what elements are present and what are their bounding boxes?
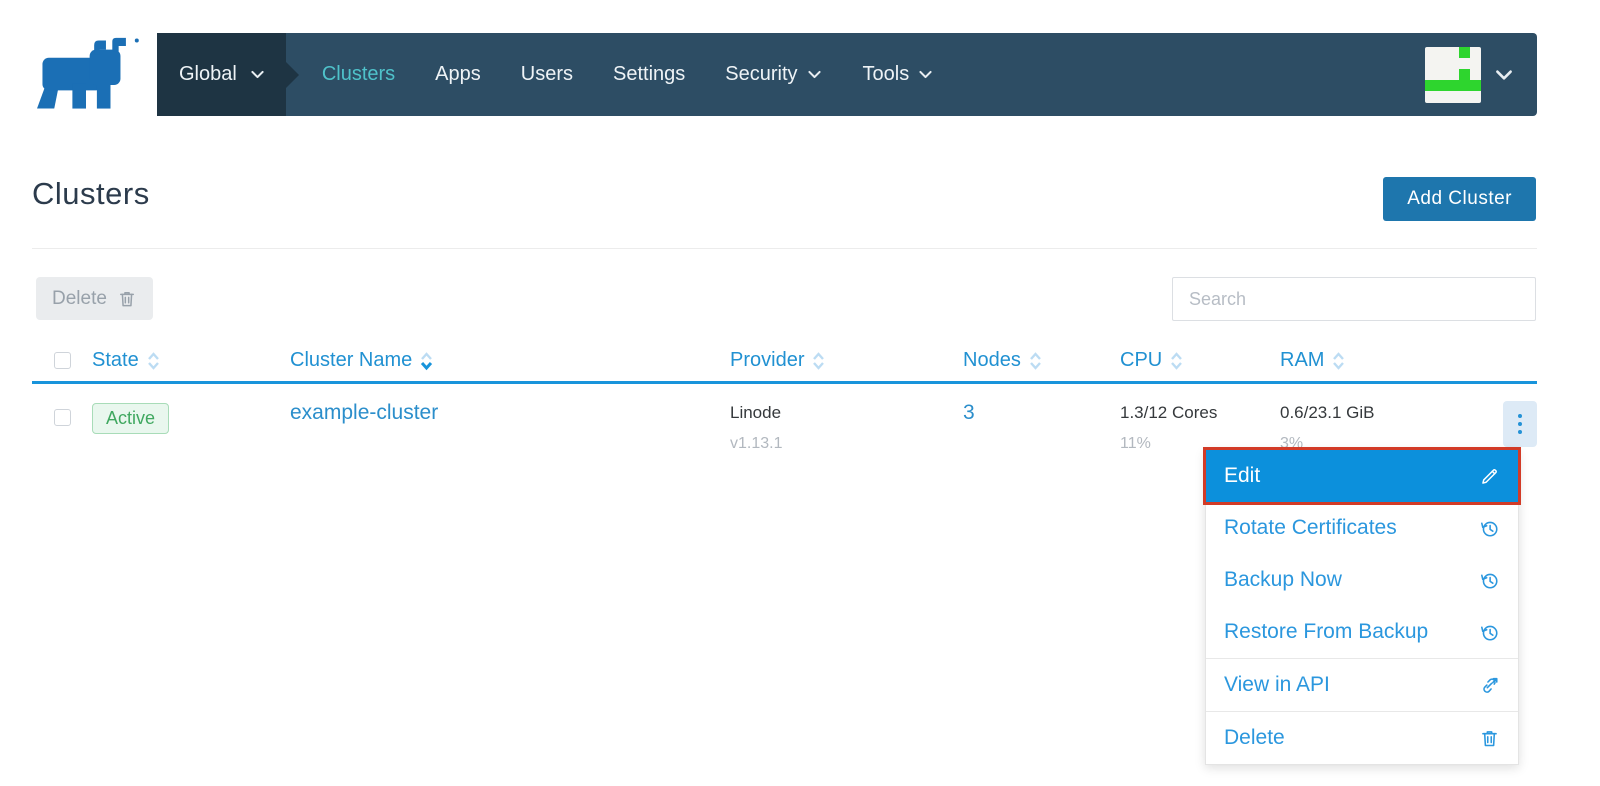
row-checkbox[interactable] — [54, 409, 71, 426]
column-header-nodes[interactable]: Nodes — [963, 349, 1120, 372]
menu-item-label: Rotate Certificates — [1224, 516, 1397, 539]
cpu-usage: 1.3/12 Cores — [1120, 403, 1218, 422]
column-label: Cluster Name — [290, 349, 413, 371]
kebab-dot — [1518, 414, 1522, 418]
cpu-used-percent: 11% — [1120, 435, 1151, 452]
status-badge: Active — [92, 403, 170, 434]
external-link-icon — [1479, 675, 1500, 696]
menu-item-label: Delete — [1224, 726, 1285, 749]
avatar-pixel — [1458, 68, 1470, 81]
kebab-dot — [1518, 430, 1522, 434]
column-header-cpu[interactable]: CPU — [1120, 349, 1280, 372]
menu-divider — [1206, 711, 1518, 712]
history-icon — [1479, 622, 1500, 643]
rancher-cow-icon — [37, 37, 139, 109]
ram-used-percent: 3% — [1280, 435, 1304, 452]
chevron-down-icon — [917, 66, 934, 83]
nav-item-label: Tools — [862, 63, 910, 85]
sort-icon — [812, 351, 825, 371]
provider-name: Linode — [730, 403, 782, 422]
menu-item-view-in-api[interactable]: View in API — [1206, 659, 1518, 711]
avatar-pixel — [1458, 80, 1470, 92]
row-actions-menu: Edit Rotate Certificates Backup Now Rest… — [1203, 447, 1521, 765]
column-label: CPU — [1120, 349, 1163, 371]
nav-item-label: Security — [725, 63, 798, 85]
column-label: Provider — [730, 349, 805, 371]
history-icon — [1479, 570, 1500, 591]
provider-version: v1.13.1 — [730, 435, 783, 452]
column-header-provider[interactable]: Provider — [730, 349, 963, 372]
menu-item-label: Edit — [1224, 464, 1261, 487]
delete-button[interactable]: Delete — [36, 277, 153, 320]
avatar-pixel — [1436, 80, 1448, 92]
nav-item-users[interactable]: Users — [520, 63, 573, 85]
column-label: State — [92, 349, 139, 371]
column-label: RAM — [1280, 349, 1325, 371]
avatar — [1425, 46, 1481, 103]
menu-item-rotate-certificates[interactable]: Rotate Certificates — [1206, 502, 1518, 554]
select-all-checkbox[interactable] — [54, 352, 71, 369]
nav-item-security[interactable]: Security — [725, 63, 822, 86]
cluster-name-link[interactable]: example-cluster — [290, 401, 439, 424]
sort-desc-icon — [420, 351, 433, 371]
delete-button-label: Delete — [52, 287, 107, 309]
column-label: Nodes — [963, 349, 1021, 371]
sort-icon — [1029, 351, 1042, 371]
top-navbar: Global Clusters Apps Users Settings Secu… — [157, 33, 1537, 116]
menu-divider — [1206, 658, 1518, 659]
chevron-down-icon — [249, 66, 266, 83]
menu-item-label: Restore From Backup — [1224, 620, 1429, 643]
menu-item-label: View in API — [1224, 673, 1330, 696]
row-actions-button[interactable] — [1503, 401, 1537, 447]
environment-switcher[interactable]: Global — [157, 33, 299, 116]
avatar-pixel — [1458, 46, 1470, 58]
menu-item-edit[interactable]: Edit — [1203, 447, 1521, 505]
sort-icon — [1170, 351, 1183, 371]
nav-item-apps[interactable]: Apps — [435, 63, 481, 85]
sort-icon — [1332, 351, 1345, 371]
menu-item-label: Backup Now — [1224, 568, 1342, 591]
menu-item-backup-now[interactable]: Backup Now — [1206, 554, 1518, 606]
sort-icon — [147, 351, 160, 371]
nav-item-clusters[interactable]: Clusters — [321, 63, 396, 85]
chevron-down-icon — [806, 66, 823, 83]
history-icon — [1479, 518, 1500, 539]
page-divider — [32, 248, 1537, 249]
trash-icon — [1479, 728, 1500, 749]
table-row: Active example-cluster Linode v1.13.1 3 … — [32, 389, 1537, 465]
menu-item-delete[interactable]: Delete — [1206, 712, 1518, 764]
add-cluster-button[interactable]: Add Cluster — [1383, 177, 1536, 221]
nodes-count-link[interactable]: 3 — [963, 401, 975, 424]
user-menu[interactable] — [1425, 46, 1537, 103]
column-header-cluster-name[interactable]: Cluster Name — [290, 349, 730, 372]
rancher-logo[interactable] — [30, 36, 142, 114]
table-header-row: State Cluster Name Provider Nodes — [32, 340, 1537, 384]
avatar-pixel — [1425, 80, 1437, 92]
column-header-state[interactable]: State — [92, 349, 290, 372]
chevron-down-icon — [1493, 64, 1515, 86]
kebab-dot — [1518, 422, 1522, 426]
nav-item-tools[interactable]: Tools — [863, 63, 935, 86]
page-title: Clusters — [32, 176, 150, 211]
nav-item-settings[interactable]: Settings — [613, 63, 686, 85]
trash-icon — [117, 289, 137, 309]
menu-item-restore-from-backup[interactable]: Restore From Backup — [1206, 606, 1518, 658]
search-input[interactable] — [1172, 277, 1536, 321]
avatar-pixel — [1447, 80, 1459, 92]
ram-usage: 0.6/23.1 GiB — [1280, 403, 1375, 422]
column-header-ram[interactable]: RAM — [1280, 349, 1470, 372]
avatar-pixel — [1469, 80, 1481, 92]
pencil-icon — [1479, 466, 1500, 487]
environment-label: Global — [179, 63, 237, 85]
